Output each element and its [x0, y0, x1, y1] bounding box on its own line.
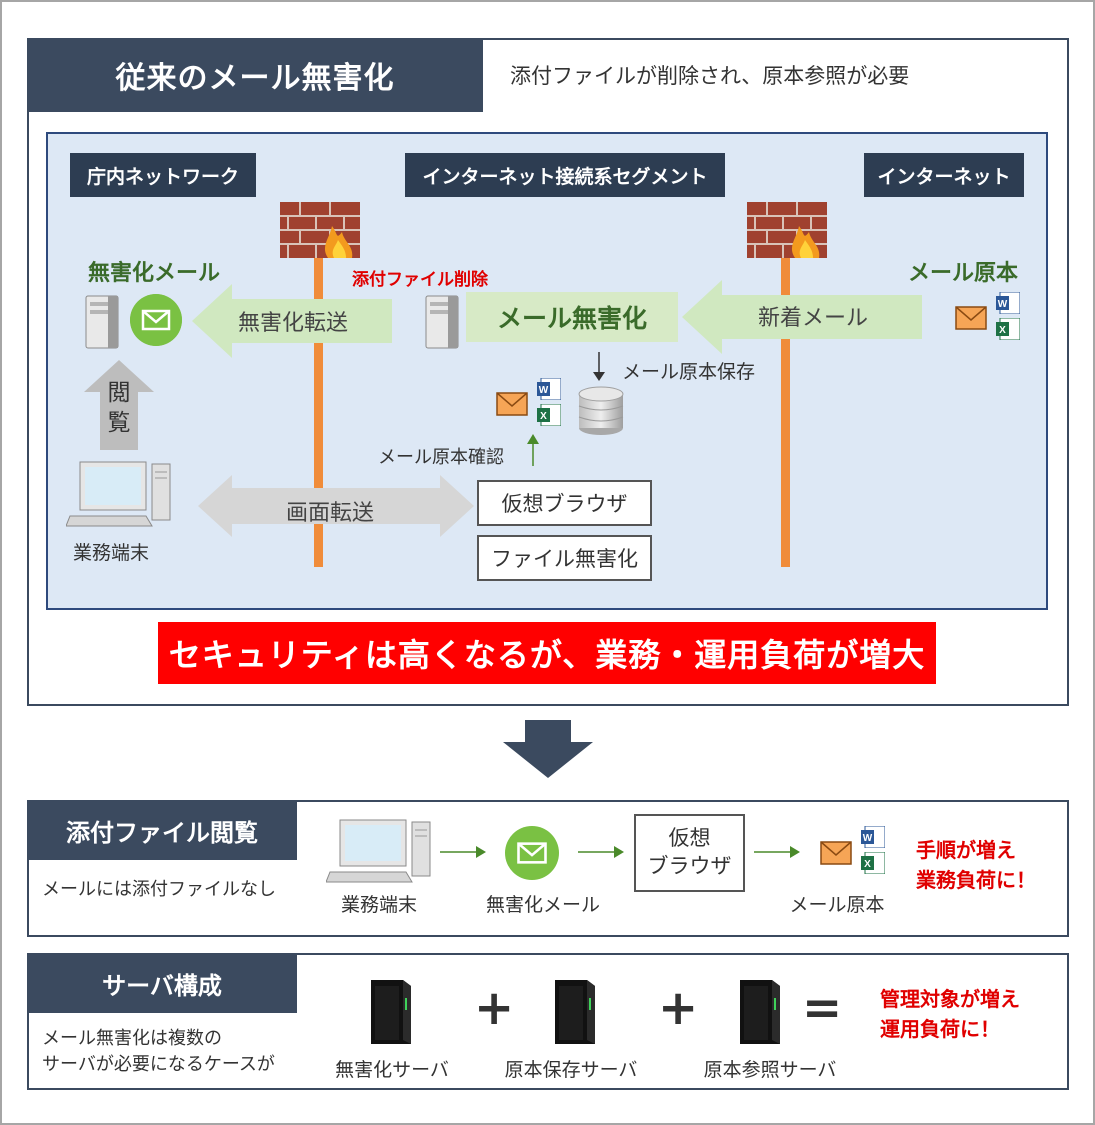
envelope-icon: [955, 306, 987, 330]
terminal-icon: [326, 819, 431, 883]
svg-text:X: X: [999, 325, 1006, 336]
sanitized-mail-label: 無害化メール: [88, 261, 221, 286]
operation-note: 管理対象が増え 運用負荷に！: [880, 984, 1020, 1044]
server3-caption: 原本参照サーバ: [703, 1059, 837, 1081]
attachment-view-tab: 添付ファイル閲覧: [27, 800, 297, 860]
workload-note-line2: 業務負荷に！: [916, 868, 1036, 892]
server-icon: [425, 295, 459, 349]
view-label: 閲覧: [107, 380, 131, 436]
sanitized-mail-caption: 無害化メール: [485, 894, 600, 916]
firewall-icon: [747, 202, 827, 258]
forward-label: 無害化転送: [238, 311, 349, 336]
firewall-line-right: [781, 255, 790, 567]
flow-arrow: [754, 846, 800, 858]
flow-arrow: [440, 846, 486, 858]
attachment-deleted-label: 添付ファイル削除: [352, 270, 488, 290]
server-icon: [85, 295, 119, 349]
server1-caption: 無害化サーバ: [335, 1059, 449, 1081]
plus-sign: +: [658, 980, 699, 1036]
forward-arrow: [192, 284, 392, 358]
word-icon: W: [537, 378, 561, 400]
network-area: [46, 132, 1048, 610]
firewall-line-left: [314, 255, 323, 567]
server-config-desc-line1: メール無害化は複数の: [42, 1028, 222, 1049]
original-mail-caption: メール原本: [789, 894, 885, 916]
file-sanitize-box: ファイル無害化: [477, 535, 652, 581]
terminal-icon: [66, 461, 171, 527]
original-mail-label: メール原本: [908, 261, 1019, 286]
virtual-browser-line1: 仮想: [668, 826, 711, 850]
operation-note-line1: 管理対象が増え: [880, 987, 1020, 1011]
screen-transfer-label: 画面転送: [286, 501, 375, 526]
svg-text:X: X: [540, 411, 547, 422]
envelope-icon: [496, 392, 528, 416]
word-icon: W: [996, 292, 1020, 314]
virtual-browser-line2: ブラウザ: [647, 854, 732, 878]
panel-title: 従来のメール無害化: [27, 38, 483, 112]
mail-icon: [505, 826, 559, 880]
zone-segment-label: インターネット接続系セグメント: [405, 153, 725, 197]
incoming-arrow: [682, 280, 922, 354]
svg-text:W: W: [539, 385, 549, 396]
server-config-desc: メール無害化は複数の サーバが必要になるケースが: [42, 1026, 275, 1078]
warning-banner: セキュリティは高くなるが、業務・運用負荷が増大: [158, 622, 936, 684]
svg-text:W: W: [863, 833, 873, 844]
up-arrow: [527, 434, 539, 466]
view-arrow: [84, 360, 154, 450]
incoming-label: 新着メール: [758, 306, 869, 331]
server-icon: [740, 980, 780, 1044]
plus-sign: +: [474, 980, 515, 1036]
envelope-icon: [820, 841, 852, 865]
zone-internal-label: 庁内ネットワーク: [70, 153, 256, 197]
zone-internet-label: インターネット: [864, 153, 1024, 197]
attachment-view-desc: メールには添付ファイルなし: [42, 879, 276, 900]
excel-icon: X: [861, 852, 885, 874]
server-config-panel: [27, 953, 1069, 1090]
svg-text:X: X: [864, 859, 871, 870]
database-icon: [578, 386, 624, 435]
excel-icon: X: [537, 404, 561, 426]
server-icon: [555, 980, 595, 1044]
server-icon: [371, 980, 411, 1044]
virtual-browser-box: 仮想ブラウザ: [477, 480, 652, 526]
server2-caption: 原本保存サーバ: [504, 1059, 638, 1081]
excel-icon: X: [996, 318, 1020, 340]
server-config-tab: サーバ構成: [27, 953, 297, 1013]
mail-icon: [130, 294, 182, 346]
down-arrow: [593, 352, 605, 381]
svg-text:W: W: [998, 299, 1008, 310]
virtual-browser-box: 仮想 ブラウザ: [634, 814, 745, 892]
equals-sign: =: [802, 980, 843, 1036]
panel-subtitle: 添付ファイルが削除され、原本参照が必要: [510, 64, 910, 88]
server-config-desc-line2: サーバが必要になるケースが: [42, 1054, 275, 1075]
workload-note: 手順が増え 業務負荷に！: [916, 835, 1036, 895]
terminal-label: 業務端末: [73, 542, 150, 564]
workload-note-line1: 手順が増え: [916, 838, 1016, 862]
screen-transfer-arrow: [198, 475, 474, 537]
firewall-icon: [280, 202, 360, 258]
word-icon: W: [861, 826, 885, 848]
operation-note-line2: 運用負荷に！: [880, 1017, 1000, 1041]
attachment-view-panel: [27, 800, 1069, 937]
mail-sanitize-box: メール無害化: [466, 292, 678, 342]
down-arrow-large: [503, 720, 593, 778]
terminal-caption: 業務端末: [340, 894, 417, 916]
flow-arrow: [578, 846, 624, 858]
check-original-label: メール原本確認: [378, 447, 504, 468]
store-original-label: メール原本保存: [622, 361, 756, 383]
